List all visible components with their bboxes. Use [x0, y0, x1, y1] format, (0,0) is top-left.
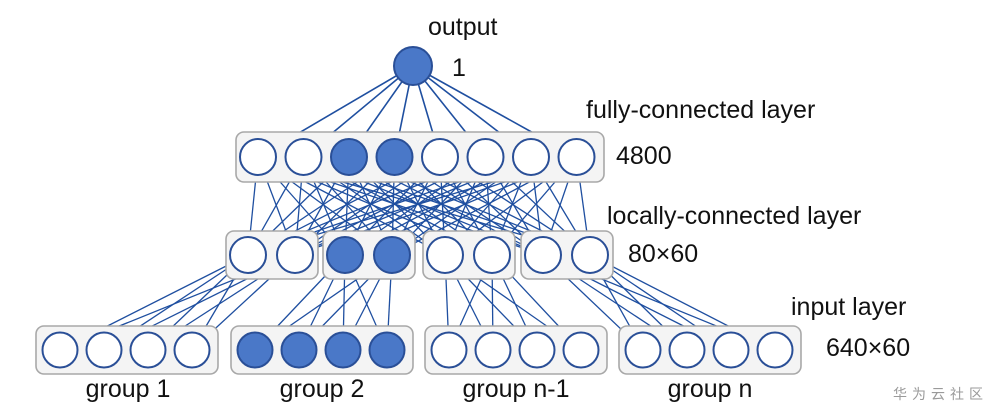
input-group-box [424, 325, 608, 375]
input-group-box [35, 325, 219, 375]
input-neuron [41, 331, 79, 369]
input-neuron [129, 331, 167, 369]
input-group-box [230, 325, 414, 375]
locally-connected-neuron [373, 236, 411, 274]
group-label-1: group 1 [85, 375, 171, 403]
input-neuron [562, 331, 600, 369]
group-label-2: group 2 [279, 375, 365, 403]
locally-connected-layer-label: locally-connected layer [607, 202, 862, 230]
input-neuron [624, 331, 662, 369]
fully-connected-neuron [284, 138, 323, 176]
fully-connected-neuron [557, 138, 596, 176]
locally-connected-neuron [276, 236, 314, 274]
input-neuron [518, 331, 556, 369]
input-neuron [430, 331, 468, 369]
input-neuron [324, 331, 362, 369]
input-neuron [474, 331, 512, 369]
output-neuron [393, 46, 433, 86]
group-label-n: group n [667, 375, 753, 403]
neurons [41, 46, 794, 369]
fully-connected-box [235, 131, 605, 183]
input-layer-label: input layer [791, 293, 907, 321]
group-label-n-minus-1: group n-1 [462, 375, 570, 403]
locally-connected-neuron [571, 236, 609, 274]
output-count: 1 [452, 54, 466, 82]
locally-connected-neuron [229, 236, 267, 274]
input-neuron [368, 331, 406, 369]
input-neuron [756, 331, 794, 369]
fully-connected-neuron [512, 138, 550, 176]
watermark: 华为云社区 [893, 386, 988, 402]
locally-connected-neuron [473, 236, 511, 274]
fully-connected-layer-count: 4800 [616, 142, 672, 170]
input-neuron [668, 331, 706, 369]
locally-connected-neuron [426, 236, 464, 274]
fully-connected-neuron [330, 138, 368, 176]
input-layer-count: 640×60 [826, 334, 911, 362]
input-neuron [85, 331, 123, 369]
input-group-box [618, 325, 802, 375]
input-neuron [280, 331, 318, 369]
fully-connected-neuron [239, 138, 277, 176]
locally-connected-neuron [524, 236, 562, 274]
input-neuron [173, 331, 211, 369]
locally-connected-neuron [326, 236, 364, 274]
fully-connected-neuron [421, 138, 459, 176]
fully-connected-neuron [375, 138, 414, 176]
locally-connected-layer-count: 80×60 [628, 240, 699, 268]
fully-connected-neuron [466, 138, 505, 176]
input-neuron [712, 331, 750, 369]
fully-connected-layer-label: fully-connected layer [586, 96, 816, 124]
output-label: output [428, 13, 498, 41]
input-neuron [236, 331, 274, 369]
